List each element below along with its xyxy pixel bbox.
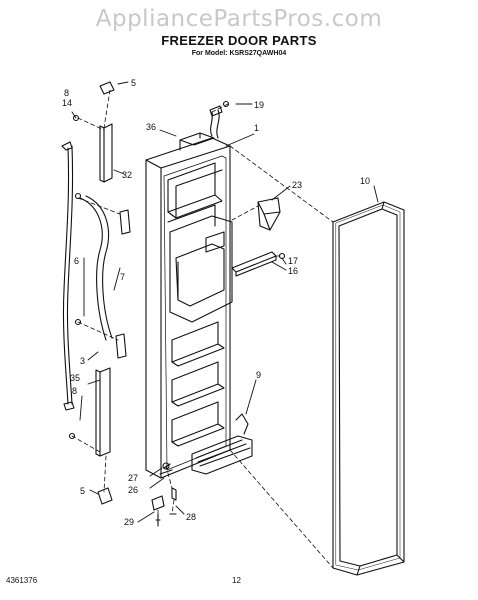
callout-19: 19 — [254, 100, 264, 110]
diagram-title: FREEZER DOOR PARTS — [161, 33, 317, 48]
callout-6: 6 — [74, 256, 79, 266]
trim-strip — [231, 251, 277, 277]
freezer-door — [145, 105, 233, 479]
hardware-screws — [68, 100, 286, 527]
model-subtitle: For Model: KSRS27QAWH04 — [191, 50, 287, 57]
callout-3: 3 — [80, 356, 85, 366]
callout-5-top: 5 — [131, 78, 136, 88]
callout-26: 26 — [128, 485, 138, 495]
diagram-code: 4361376 — [6, 576, 38, 585]
callout-8-bottom: 8 — [72, 386, 77, 396]
callout-27: 27 — [128, 473, 138, 483]
callout-17: 17 — [288, 256, 298, 266]
door-handle — [79, 195, 131, 359]
callout-35: 35 — [70, 373, 80, 383]
callout-28: 28 — [186, 512, 196, 522]
upper-hinge-bracket — [99, 81, 115, 183]
callout-29: 29 — [124, 517, 134, 527]
watermark: AppliancePartsPros.com — [95, 6, 383, 32]
bottom-bracket — [191, 413, 253, 475]
callout-1: 1 — [254, 123, 259, 133]
lower-hinge-bracket — [95, 367, 113, 505]
callout-36: 36 — [146, 122, 156, 132]
ice-chute — [257, 197, 281, 231]
callout-9: 9 — [256, 370, 261, 380]
callout-14: 14 — [62, 98, 72, 108]
callout-23: 23 — [292, 180, 302, 190]
callout-16: 16 — [288, 266, 298, 276]
callout-10: 10 — [360, 176, 370, 186]
door-gasket — [332, 201, 405, 576]
callout-7: 7 — [120, 272, 125, 282]
handle-trim — [61, 141, 75, 411]
callout-8-top: 8 — [64, 88, 69, 98]
callout-5-bottom: 5 — [80, 486, 85, 496]
page-number: 12 — [232, 576, 241, 585]
callout-32: 32 — [122, 170, 132, 180]
